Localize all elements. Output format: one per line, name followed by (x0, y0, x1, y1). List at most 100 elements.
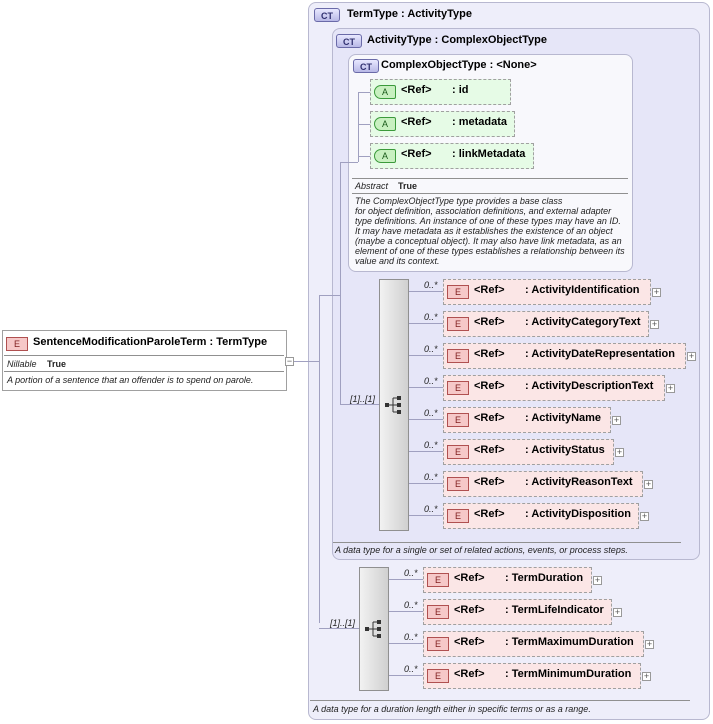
element-cardinality: 0..* (424, 280, 438, 290)
element-icon: E (447, 413, 469, 427)
attribute-name: : id (452, 84, 469, 96)
root-element-box[interactable] (2, 330, 287, 391)
attribute-ref: <Ref> (401, 116, 432, 128)
divider (333, 542, 681, 543)
element-name: : ActivityName (525, 412, 602, 424)
activitytype-description: A data type for a single or set of relat… (335, 545, 628, 555)
element-ref: <Ref> (474, 508, 505, 520)
element-cardinality: 0..* (404, 632, 418, 642)
connector (319, 295, 340, 296)
element-connector (389, 643, 423, 644)
element-activityreasontext[interactable] (443, 471, 643, 497)
connector (319, 295, 320, 623)
attribute-ref: <Ref> (401, 84, 432, 96)
property-value: True (398, 181, 418, 191)
expand-button[interactable]: + (666, 383, 675, 393)
element-connector (389, 611, 423, 612)
attribute-connector (358, 92, 370, 93)
element-termminimumduration[interactable] (423, 663, 641, 689)
element-activitydaterepresentation[interactable] (443, 343, 686, 369)
expand-button[interactable]: + (593, 575, 602, 585)
element-ref: <Ref> (474, 380, 505, 392)
element-name: : ActivityIdentification (525, 284, 640, 296)
divider (352, 193, 628, 194)
divider (352, 178, 628, 179)
element-termlifeindicator[interactable] (423, 599, 612, 625)
element-name: : ActivityDescriptionText (525, 380, 654, 392)
attribute-icon: A (374, 117, 396, 131)
element-icon: E (427, 573, 449, 587)
element-cardinality: 0..* (404, 600, 418, 610)
element-ref: <Ref> (474, 444, 505, 456)
expand-button[interactable]: + (645, 639, 654, 649)
expand-button[interactable]: + (652, 287, 661, 297)
sequence-icon (385, 396, 401, 414)
element-cardinality: 0..* (424, 440, 438, 450)
element-cardinality: 0..* (424, 504, 438, 514)
attribute-connector (358, 124, 370, 125)
element-name: : ActivityDisposition (525, 508, 631, 520)
element-name: : ActivityDateRepresentation (525, 348, 675, 360)
divider (4, 355, 284, 356)
divider (310, 700, 690, 701)
element-cardinality: 0..* (424, 312, 438, 322)
element-icon: E (427, 637, 449, 651)
element-name: : TermLifeIndicator (505, 604, 604, 616)
attribute-connector (358, 156, 370, 157)
connector (293, 361, 319, 362)
sequence-cardinality: [1]..[1] (350, 394, 376, 404)
element-ref: <Ref> (474, 284, 505, 296)
element-ref: <Ref> (454, 668, 485, 680)
complex-type-icon: CT (353, 59, 379, 73)
element-ref: <Ref> (454, 604, 485, 616)
expand-button[interactable]: + (640, 511, 649, 521)
element-name: : TermMaximumDuration (505, 636, 634, 648)
element-ref: <Ref> (474, 316, 505, 328)
sequence-cardinality: [1]..[1] (330, 618, 356, 628)
element-ref: <Ref> (474, 476, 505, 488)
collapse-button[interactable]: − (285, 356, 294, 366)
element-cardinality: 0..* (424, 472, 438, 482)
expand-button[interactable]: + (650, 319, 659, 329)
element-activitystatus[interactable] (443, 439, 614, 465)
element-icon: E (6, 337, 28, 351)
attribute-name: : metadata (452, 116, 508, 128)
expand-button[interactable]: + (642, 671, 651, 681)
element-activitycategorytext[interactable] (443, 311, 649, 337)
element-activityidentification[interactable] (443, 279, 651, 305)
element-activitydisposition[interactable] (443, 503, 639, 529)
element-ref: <Ref> (454, 572, 485, 584)
element-activityname[interactable] (443, 407, 611, 433)
element-connector (409, 483, 443, 484)
expand-button[interactable]: + (687, 351, 696, 361)
element-cardinality: 0..* (404, 664, 418, 674)
property-key: Abstract (355, 181, 389, 191)
element-connector (409, 419, 443, 420)
element-connector (389, 675, 423, 676)
sequence-icon (365, 620, 381, 638)
expand-button[interactable]: + (612, 415, 621, 425)
element-name: : ActivityCategoryText (525, 316, 641, 328)
element-connector (409, 387, 443, 388)
element-icon: E (427, 605, 449, 619)
element-name: : TermDuration (505, 572, 584, 584)
expand-button[interactable]: + (644, 479, 653, 489)
connector (340, 162, 341, 404)
element-icon: E (427, 669, 449, 683)
element-icon: E (447, 445, 469, 459)
element-name: : ActivityReasonText (525, 476, 633, 488)
element-termduration[interactable] (423, 567, 592, 593)
termtype-description: A data type for a duration length either… (313, 704, 591, 714)
attribute-icon: A (374, 149, 396, 163)
element-icon: E (447, 509, 469, 523)
element-icon: E (447, 285, 469, 299)
attribute-linkmetadata[interactable] (370, 143, 534, 169)
complex-type-icon: CT (336, 34, 362, 48)
element-termmaximumduration[interactable] (423, 631, 644, 657)
connector (319, 628, 359, 629)
root-element-title: SentenceModificationParoleTerm : TermTyp… (33, 336, 268, 348)
expand-button[interactable]: + (613, 607, 622, 617)
element-activitydescriptiontext[interactable] (443, 375, 665, 401)
expand-button[interactable]: + (615, 447, 624, 457)
termtype-title: TermType : ActivityType (347, 8, 472, 20)
